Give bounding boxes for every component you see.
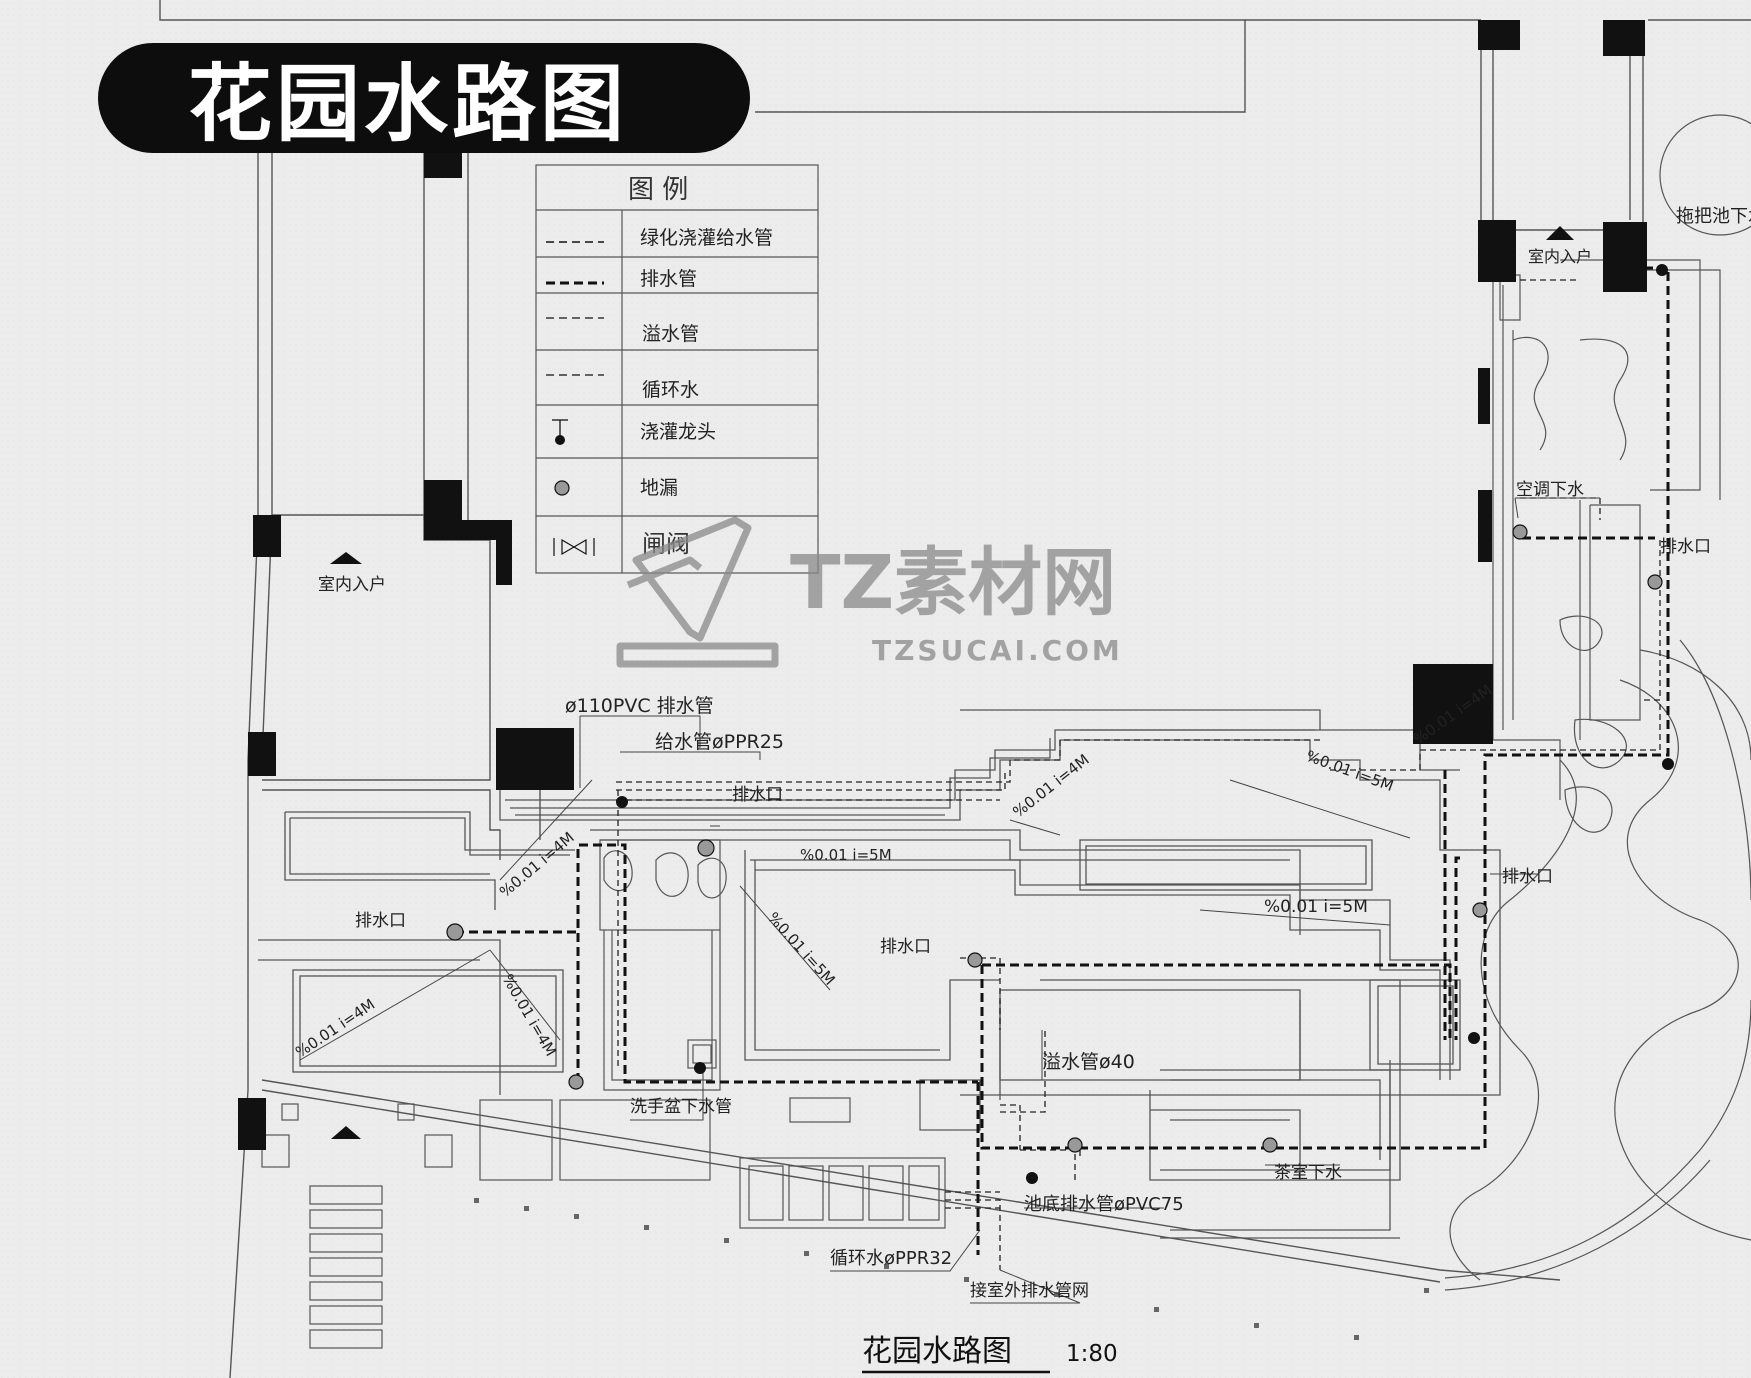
label-entry-left: 室内入户 xyxy=(318,575,386,595)
label-drain-outlet-right2: 排水口 xyxy=(1502,867,1553,887)
label-drain-outlet-center: 排水口 xyxy=(732,785,783,805)
label-entry-right: 室内入户 xyxy=(1528,247,1592,266)
label-slope-2: %0.01 i=5M xyxy=(800,846,892,864)
floor-drain-legend-icon xyxy=(554,480,570,496)
title-banner-text: 花园水路图 xyxy=(188,55,628,153)
footer-title: 花园水路图 xyxy=(862,1334,1012,1369)
label-circulation: 循环水øPPR32 xyxy=(830,1248,952,1269)
right-garden xyxy=(1444,114,1751,1291)
legend-label-drain: 排水管 xyxy=(640,268,697,290)
left-planters xyxy=(258,811,575,1095)
footer-caption: 花园水路图 1:80 xyxy=(862,1334,1118,1374)
watermark-url: TZSUCAI.COM xyxy=(872,634,1123,667)
gate-valve-legend-icon xyxy=(553,538,595,556)
label-drain-outlet-mid: 排水口 xyxy=(880,937,931,957)
entry-arrow-bottom xyxy=(331,1126,361,1139)
supply-pipes xyxy=(616,279,1661,1270)
watermark: TZ素材网 TZSUCAI.COM xyxy=(616,516,1123,668)
legend-label-circulation: 循环水 xyxy=(642,379,699,401)
legend-table: 图 例 绿化浇灌给水管 排水管 溢水管 循环水 浇灌龙头 地漏 闸阀 xyxy=(535,164,819,574)
entry-arrow-left xyxy=(330,552,362,564)
structural-columns xyxy=(238,20,1647,1150)
leader-lines xyxy=(299,497,1600,1304)
label-bottom-drain: 池底排水管øPVC75 xyxy=(1024,1194,1184,1215)
legend-label-irrigation: 绿化浇灌给水管 xyxy=(640,227,773,249)
legend-header: 图 例 xyxy=(628,175,688,205)
label-basin-drain: 洗手盆下水管 xyxy=(630,1097,732,1117)
title-banner: 花园水路图 xyxy=(98,43,750,153)
drain-pipes xyxy=(455,266,1670,1255)
watermark-logo-icon xyxy=(616,516,779,668)
label-supply-pipe: 给水管øPPR25 xyxy=(655,731,784,753)
wall-posts xyxy=(474,1198,1429,1340)
tea-room xyxy=(999,979,1461,1239)
label-mop-sink: 拖把池下水 xyxy=(1676,206,1751,227)
label-connect-outdoor: 接室外排水管网 xyxy=(970,1281,1089,1301)
legend-label-faucet: 浇灌龙头 xyxy=(640,421,716,443)
label-pvc-drain: ø110PVC 排水管 xyxy=(565,695,714,717)
bottom-structures xyxy=(261,1079,981,1349)
faucet-dot-icon xyxy=(616,264,1674,1184)
legend-label-overflow: 溢水管 xyxy=(642,323,699,345)
watermark-brand: TZ素材网 xyxy=(790,540,1116,626)
label-drain-outlet-right: 排水口 xyxy=(1660,537,1711,557)
label-overflow-pipe: 溢水管ø40 xyxy=(1042,1051,1135,1073)
entry-arrow-right xyxy=(1546,226,1574,240)
legend-label-floor-drain: 地漏 xyxy=(640,477,678,499)
label-tea-room-drain: 茶室下水 xyxy=(1274,1163,1342,1183)
footer-scale: 1:80 xyxy=(1066,1341,1118,1367)
label-slope-5: %0.01 i=5M xyxy=(1264,897,1368,917)
pebble-zone xyxy=(599,839,727,1091)
title-banner-pill xyxy=(98,43,750,153)
faucet-legend-icon xyxy=(552,419,568,445)
label-ac-drain: 空调下水 xyxy=(1516,480,1584,500)
floor-drain-icon xyxy=(446,524,1663,1153)
label-drain-outlet-left: 排水口 xyxy=(355,911,406,931)
